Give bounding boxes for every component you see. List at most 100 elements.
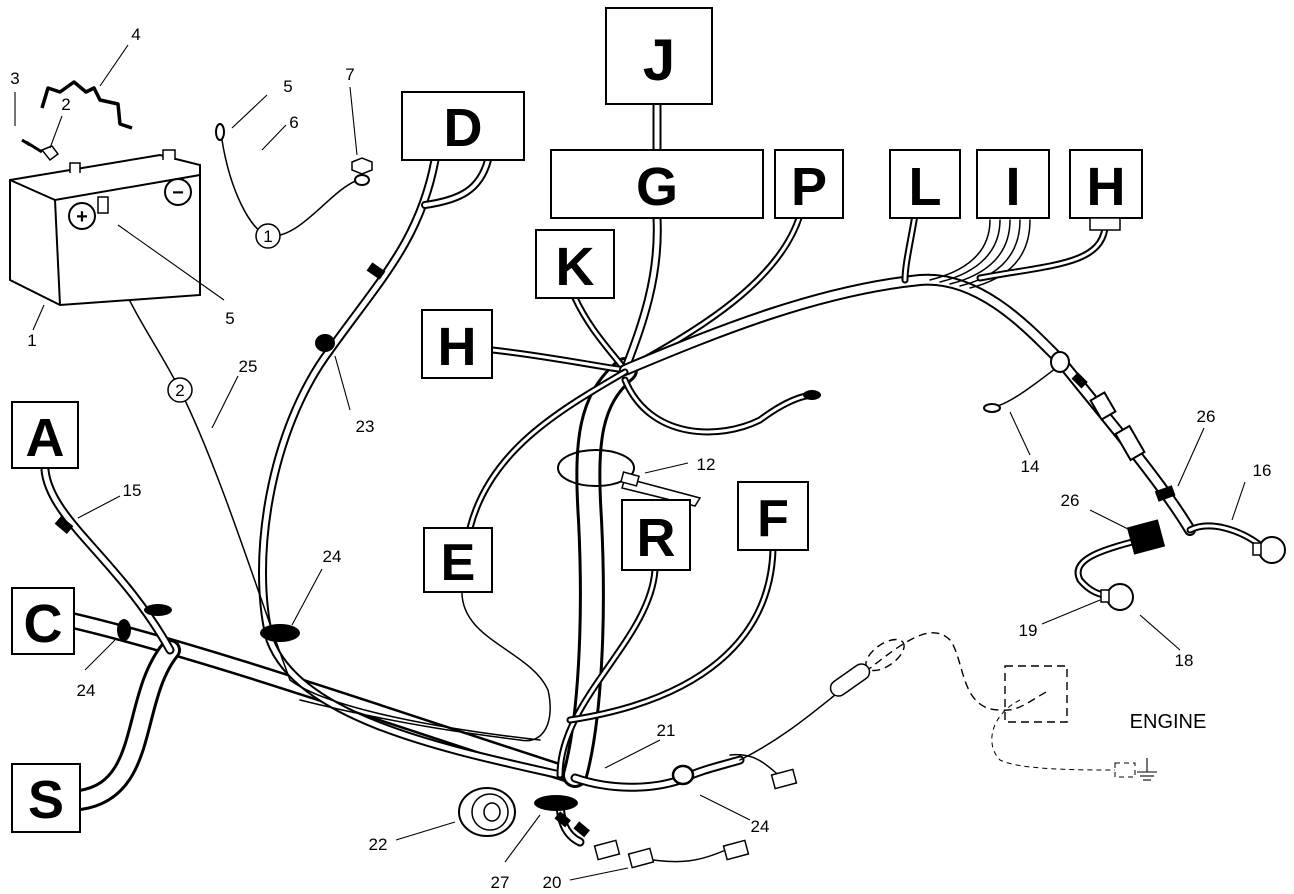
connector-box-d: D: [401, 91, 525, 161]
negative-sign: −: [172, 182, 184, 204]
callout-21: 21: [657, 721, 676, 740]
connector-box-f: F: [737, 481, 809, 551]
svg-text:1: 1: [263, 227, 272, 246]
hold-down-rod-4: [40, 80, 133, 130]
ground-symbol-icon: [1137, 758, 1157, 781]
loop-junction: [1050, 351, 1070, 373]
connector-box-s: S: [11, 763, 81, 833]
svg-text:C: C: [24, 594, 63, 654]
callout-25: 25: [239, 357, 258, 376]
callout-3: 3: [10, 69, 19, 88]
svg-text:2: 2: [175, 381, 184, 400]
callout-7: 7: [345, 65, 354, 84]
ground-strap-14: [989, 364, 1061, 409]
wing-nut-2: [40, 145, 60, 162]
cable-2-badge: 2: [167, 377, 193, 403]
connector-box-e: E: [423, 527, 493, 593]
clip-26-top: [1154, 485, 1176, 502]
connector-box-a: A: [11, 401, 79, 469]
callout-24-left: 24: [77, 681, 96, 700]
svg-text:G: G: [636, 157, 678, 217]
svg-text:H: H: [1087, 157, 1126, 217]
e-wire-loop: [299, 589, 551, 742]
callout-18: 18: [1175, 651, 1194, 670]
connector-box-h-left: H: [421, 309, 493, 379]
callout-numbers: 3 2 4 5 6 7 5 1 25 23 15 24 24 12 14 26 …: [10, 25, 1271, 892]
callout-26-left: 26: [1061, 491, 1080, 510]
bushing-22: [458, 787, 516, 837]
harness-branch-d: [258, 155, 565, 780]
connector-box-i: I: [976, 149, 1050, 219]
grommet-23: [315, 334, 335, 352]
battery-icon: + −: [9, 149, 201, 307]
connector-box-k: K: [535, 229, 615, 299]
svg-text:R: R: [637, 508, 676, 568]
connector-20-b: [627, 847, 655, 869]
callout-24-mid: 24: [323, 547, 342, 566]
clip-d: [366, 262, 386, 280]
callout-26-top: 26: [1197, 407, 1216, 426]
callout-16: 16: [1253, 461, 1272, 480]
svg-text:P: P: [791, 157, 827, 217]
svg-text:E: E: [441, 534, 476, 592]
lamp-16: [1252, 536, 1286, 564]
positive-terminal-icon: [68, 202, 96, 230]
connector-box-l: L: [889, 149, 961, 219]
callout-1: 1: [27, 331, 36, 350]
callout-14: 14: [1021, 457, 1040, 476]
connector-box-p: P: [774, 149, 844, 219]
clip-26-big: [1126, 519, 1166, 555]
ring-terminal: [803, 390, 821, 400]
positive-sign: +: [76, 206, 88, 228]
connector-box-g: G: [550, 149, 764, 219]
connector-box-r: R: [621, 499, 691, 571]
svg-text:I: I: [1005, 157, 1020, 217]
svg-text:F: F: [757, 490, 789, 548]
svg-text:J: J: [643, 28, 675, 93]
svg-text:S: S: [28, 770, 64, 830]
connector-20-a: [593, 839, 621, 861]
lamp-18: [1100, 583, 1134, 611]
bolt-3: [21, 138, 43, 154]
nut-7: [351, 157, 373, 175]
grommet-24-left: [117, 619, 131, 641]
connector-box-c: C: [11, 587, 75, 655]
inline-fuse: [829, 663, 871, 697]
callout-15: 15: [123, 481, 142, 500]
svg-text:K: K: [556, 237, 595, 297]
clip-right-1: [1071, 372, 1088, 389]
connector-box-j: J: [605, 7, 713, 105]
callout-22: 22: [369, 835, 388, 854]
svg-text:L: L: [909, 157, 942, 217]
engine-block-dashed: [1004, 665, 1068, 723]
callout-24-right: 24: [751, 817, 770, 836]
cable-1-badge: 1: [255, 223, 281, 249]
callout-12: 12: [697, 455, 716, 474]
callout-20: 20: [543, 873, 562, 892]
callout-6: 6: [289, 113, 298, 132]
cable-6: [221, 139, 359, 237]
leader-lines: [14, 44, 1246, 881]
connector-box-h-top: H: [1069, 149, 1143, 231]
connector-right-3: [1114, 424, 1146, 462]
engine-label: ENGINE: [1130, 711, 1207, 733]
ring-24-right: [671, 764, 695, 786]
connector-boxes: J G D P L I H K: [11, 7, 1143, 833]
callout-19: 19: [1019, 621, 1038, 640]
grommet-27: [534, 795, 578, 811]
callout-27: 27: [491, 873, 510, 892]
callout-5-top: 5: [283, 77, 292, 96]
engine-lead: [864, 632, 1051, 711]
clip-15: [54, 516, 74, 534]
grommet-near-a: [144, 604, 172, 616]
callout-2: 2: [61, 95, 70, 114]
callout-5-battery: 5: [225, 309, 234, 328]
terminal-24-right: [770, 768, 798, 790]
connector-right-2: [1089, 391, 1117, 421]
callout-4: 4: [131, 25, 140, 44]
svg-text:H: H: [438, 317, 477, 377]
harness-clips: [54, 262, 1176, 838]
callout-23: 23: [356, 417, 375, 436]
svg-text:D: D: [444, 98, 483, 158]
